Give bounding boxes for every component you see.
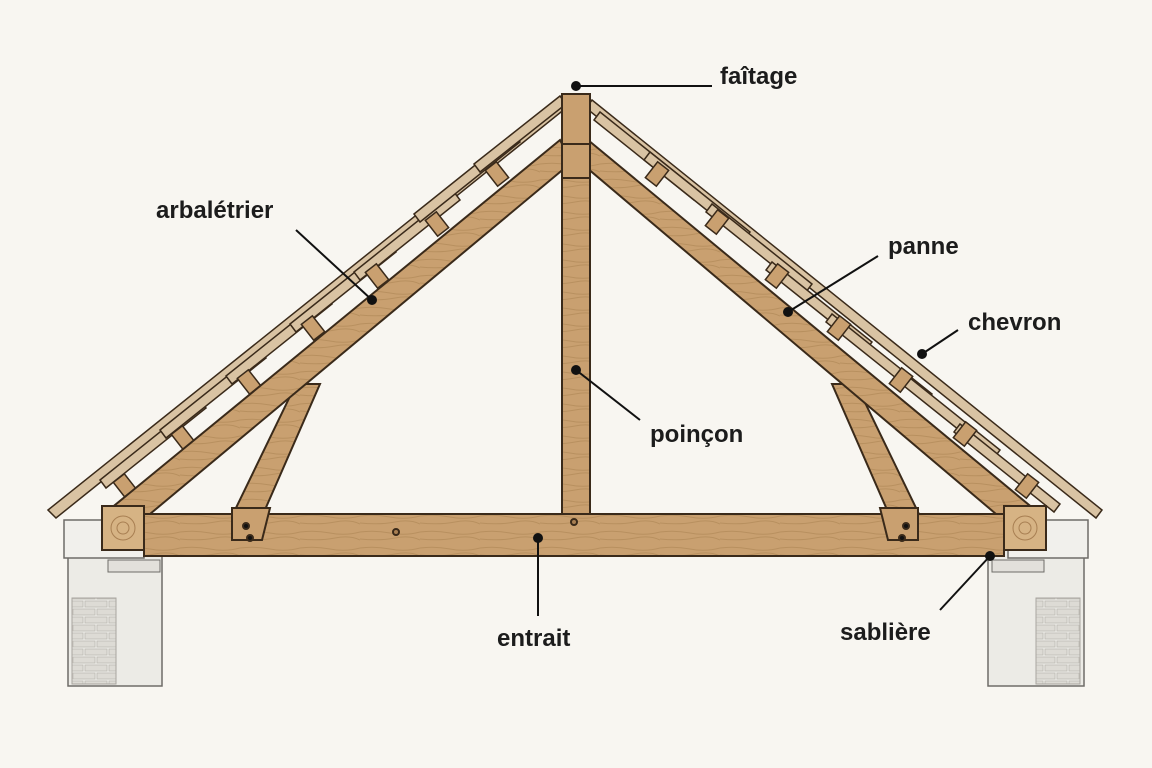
label-arbaletrier: arbalétrier xyxy=(156,197,273,224)
label-chevron: chevron xyxy=(968,309,1061,336)
label-sabliere: sablière xyxy=(840,619,931,646)
label-entrait: entrait xyxy=(497,625,570,652)
label-panne: panne xyxy=(888,233,959,260)
leader-lines xyxy=(295,81,995,616)
label-poincon: poinçon xyxy=(650,421,743,448)
king-post xyxy=(561,93,591,517)
label-faitage: faîtage xyxy=(720,63,797,90)
tie-beam xyxy=(143,507,1005,557)
sill-plates xyxy=(101,505,1047,551)
roof-covering-left xyxy=(46,94,568,520)
